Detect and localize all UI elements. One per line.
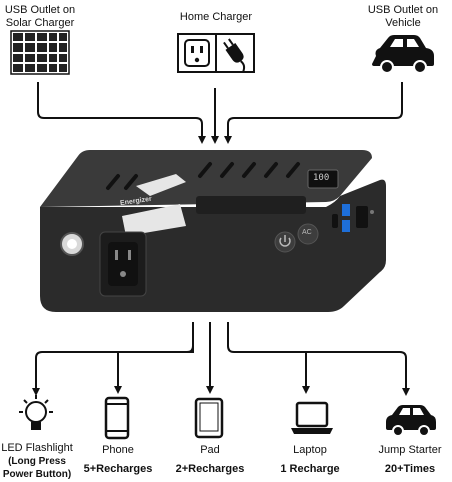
- solar-panel-icon: [10, 30, 70, 75]
- output-pad: Pad 2+Recharges: [168, 444, 252, 476]
- output-name: Pad: [200, 444, 220, 456]
- bulb-icon: [19, 395, 53, 430]
- output-detail: 5+Recharges: [83, 463, 153, 475]
- solar-label-line1: USB Outlet on: [4, 4, 76, 16]
- solar-label-line2: Solar Charger: [5, 17, 75, 29]
- output-name: Laptop: [293, 444, 327, 456]
- output-detail: 2+Recharges: [175, 463, 245, 475]
- ac-button: AC: [302, 229, 312, 236]
- wall-outlet-icon: [177, 33, 255, 73]
- output-phone: Phone 5+Recharges: [76, 444, 160, 476]
- output-arrows: [32, 322, 410, 396]
- output-name: Phone: [102, 444, 134, 456]
- output-detail: (Long Press: [8, 456, 66, 467]
- output-jump-starter: Jump Starter 20+Times: [368, 444, 452, 476]
- input-arrows: [37, 82, 403, 144]
- output-name: LED Flashlight: [1, 442, 73, 454]
- output-name: Jump Starter: [378, 444, 442, 456]
- output-detail: 20+Times: [384, 463, 436, 475]
- jump-starter-car-icon: [386, 405, 436, 437]
- output-flashlight: LED Flashlight (Long Press Power Button): [0, 442, 74, 481]
- output-laptop: Laptop 1 Recharge: [268, 444, 352, 476]
- vehicle-label: USB Outlet on Vehicle: [360, 4, 446, 30]
- output-detail: 1 Recharge: [280, 463, 340, 475]
- phone-icon: [104, 396, 130, 440]
- power-bank-device: [40, 150, 386, 312]
- home-label: Home Charger: [179, 11, 253, 23]
- laptop-icon: [291, 401, 333, 434]
- vehicle-label-line1: USB Outlet on: [367, 4, 439, 16]
- output-detail: Power Button): [2, 469, 72, 480]
- vehicle-label-line2: Vehicle: [385, 17, 421, 29]
- device-display: 100: [313, 173, 330, 183]
- solar-label: USB Outlet on Solar Charger: [2, 4, 78, 30]
- tablet-icon: [194, 397, 224, 439]
- vehicle-car-icon: [372, 35, 434, 74]
